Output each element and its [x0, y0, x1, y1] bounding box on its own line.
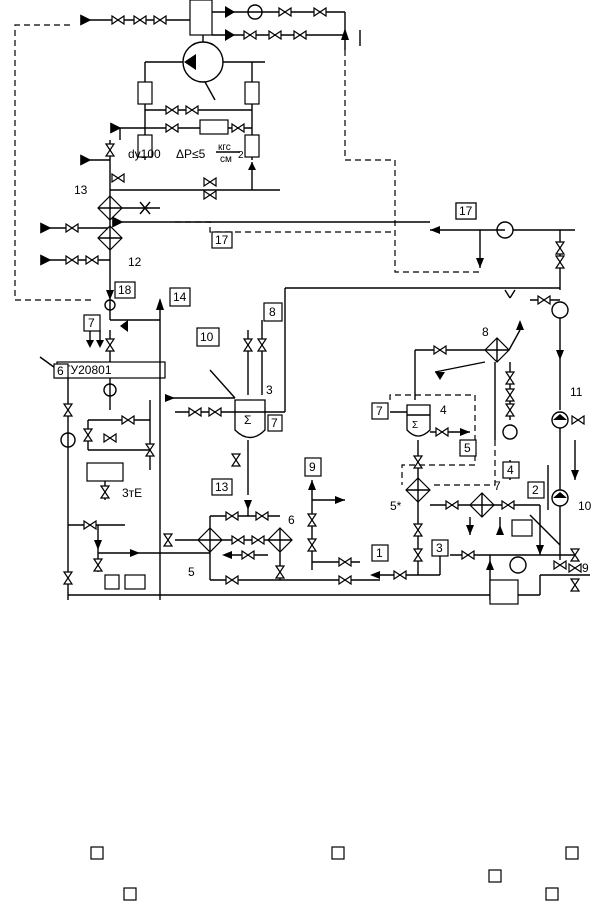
box-10: 10 — [196, 327, 220, 347]
box-2: 2 — [527, 481, 545, 499]
svg-text:7: 7 — [88, 316, 95, 330]
box-8: 8 — [263, 302, 283, 322]
svg-text:14: 14 — [173, 290, 187, 304]
svg-text:Σ: Σ — [412, 420, 418, 431]
main-pump — [145, 35, 265, 101]
dashed-signal-lines — [14, 24, 480, 301]
unit-exponent: 2 — [238, 150, 244, 161]
label-10: 10 — [578, 499, 592, 513]
box-3: 3 — [431, 539, 449, 557]
box-17-left: 17 — [211, 231, 233, 249]
label-13: 13 — [74, 183, 88, 197]
right-top-lines — [285, 202, 575, 319]
box-13: 13 — [211, 478, 233, 496]
dashed-loop — [389, 394, 476, 485]
tank-3: Σ — [165, 288, 286, 495]
label-9: 9 — [582, 561, 589, 575]
box-7-tank3: 7 — [267, 414, 283, 432]
unit-numerator: кгс — [218, 142, 231, 153]
label-6: 6 — [288, 513, 295, 527]
top-header-lines — [80, 0, 361, 50]
svg-text:8: 8 — [269, 305, 276, 319]
box-9: 9 — [304, 457, 322, 477]
label-4: 4 — [440, 403, 447, 417]
svg-text:17: 17 — [459, 204, 473, 218]
box-17-top: 17 — [455, 202, 477, 220]
svg-text:7: 7 — [376, 404, 383, 418]
svg-text:4: 4 — [507, 463, 514, 477]
box-5: 5 — [459, 439, 477, 457]
unit-denominator: см — [220, 154, 232, 165]
svg-text:13: 13 — [215, 480, 229, 494]
svg-text:9: 9 — [309, 460, 316, 474]
svg-text:2: 2 — [532, 483, 539, 497]
label-7: 7 — [494, 479, 501, 493]
svg-text:7: 7 — [271, 416, 278, 430]
svg-text:18: 18 — [118, 283, 132, 297]
box-7-right: 7 — [371, 402, 389, 420]
label-5-star: 5* — [390, 499, 402, 513]
bottom-squares — [90, 846, 579, 901]
branch-9 — [307, 480, 360, 570]
pressure-label: ΔP≤5 — [176, 147, 206, 161]
svg-text:6: 6 — [57, 364, 64, 378]
label-5: 5 — [188, 565, 195, 579]
label-11: 11 — [570, 385, 583, 399]
svg-text:10: 10 — [200, 330, 214, 344]
left-manifold — [40, 140, 430, 290]
box-18: 18 — [114, 281, 136, 299]
tank-sigma: Σ — [244, 413, 251, 427]
ztye-label: 3тЕ — [122, 486, 142, 500]
box-7-left: 7 — [83, 314, 101, 332]
box-14: 14 — [169, 287, 191, 307]
box-6: 6 — [53, 363, 69, 379]
box-1: 1 — [371, 544, 389, 562]
svg-text:3: 3 — [436, 541, 443, 555]
label-3: 3 — [266, 383, 273, 397]
svg-text:17: 17 — [215, 233, 229, 247]
filter-group — [163, 500, 380, 585]
box-4: 4 — [502, 461, 520, 479]
dy100-label: dy100 — [128, 147, 161, 161]
gu-label: ГУ20801 — [64, 363, 112, 377]
svg-text:5: 5 — [464, 441, 471, 455]
label-12: 12 — [128, 255, 142, 269]
right-mid-system: Σ — [370, 320, 575, 605]
bypass-block — [110, 62, 260, 160]
svg-text:1: 1 — [376, 546, 383, 560]
right-column — [529, 318, 590, 595]
label-8: 8 — [482, 325, 489, 339]
boxed-labels: 17 17 18 14 8 7 10 6 7 7 5 4 9 13 2 3 1 — [53, 202, 545, 562]
